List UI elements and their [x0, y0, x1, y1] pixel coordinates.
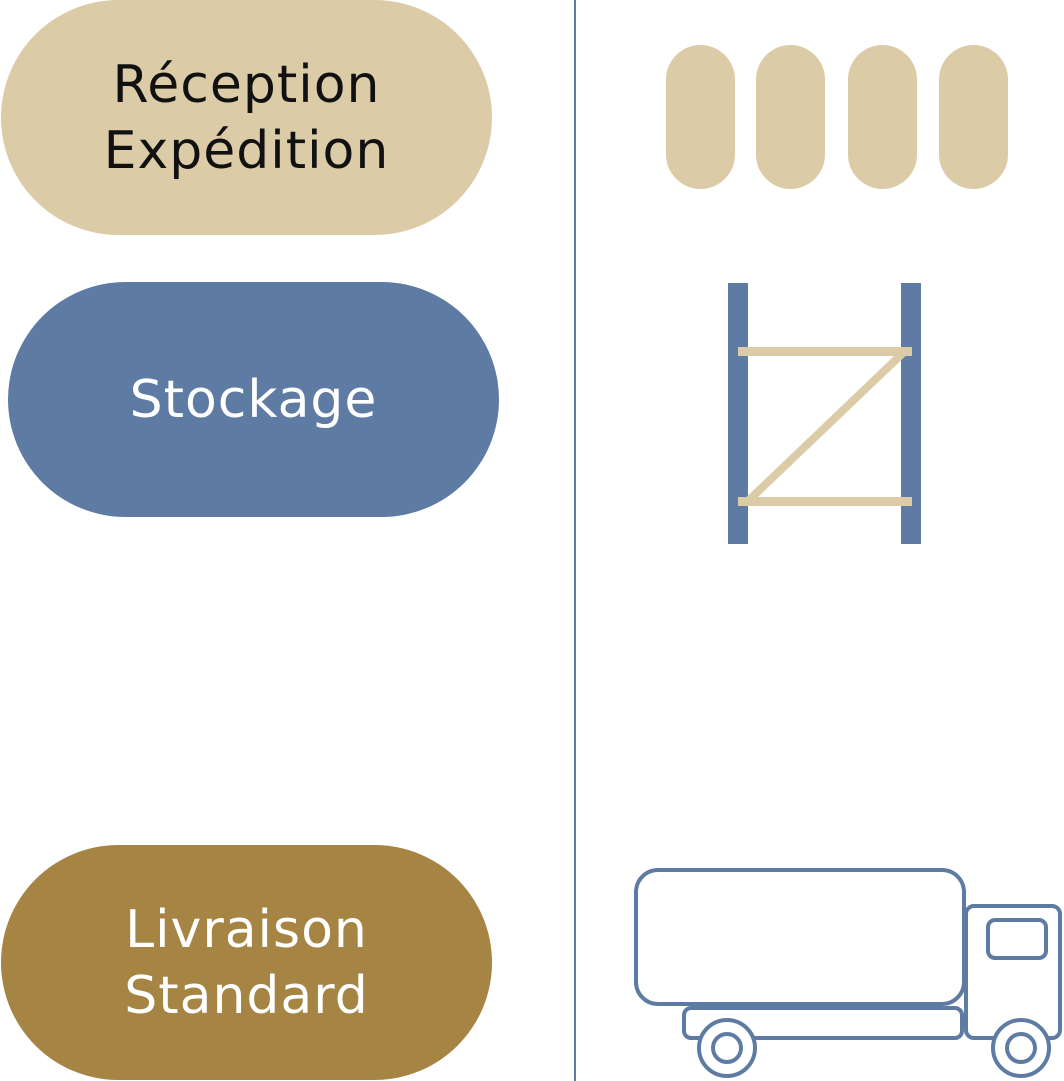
vertical-divider [574, 0, 576, 1081]
livraison-standard-pill: Livraison Standard [1, 845, 492, 1080]
truck-chassis [682, 1006, 964, 1040]
pallet-bar-1 [666, 45, 735, 189]
truck-cargo-box [634, 868, 966, 1006]
pallet-bar-4 [939, 45, 1008, 189]
rack-beam-bottom [738, 497, 912, 506]
pallet-bar-2 [756, 45, 825, 189]
stockage-pill: Stockage [8, 282, 499, 517]
expedition-label: Expédition [103, 120, 390, 181]
reception-label: Réception [112, 54, 381, 115]
truck-rear-wheel [697, 1018, 757, 1078]
pallet-bar-3 [848, 45, 917, 189]
rack-beam-top [738, 347, 912, 356]
standard-label: Standard [124, 965, 369, 1026]
reception-expedition-pill: Réception Expédition [1, 0, 492, 235]
truck-front-wheel [991, 1018, 1051, 1078]
truck-window [986, 918, 1048, 960]
stockage-label: Stockage [129, 369, 378, 430]
pallet-rack-icon [728, 283, 921, 544]
pallets-icon [666, 45, 1008, 189]
rack-diagonal-brace [745, 349, 907, 504]
livraison-label: Livraison [125, 899, 368, 960]
delivery-truck-icon [634, 868, 1062, 1078]
